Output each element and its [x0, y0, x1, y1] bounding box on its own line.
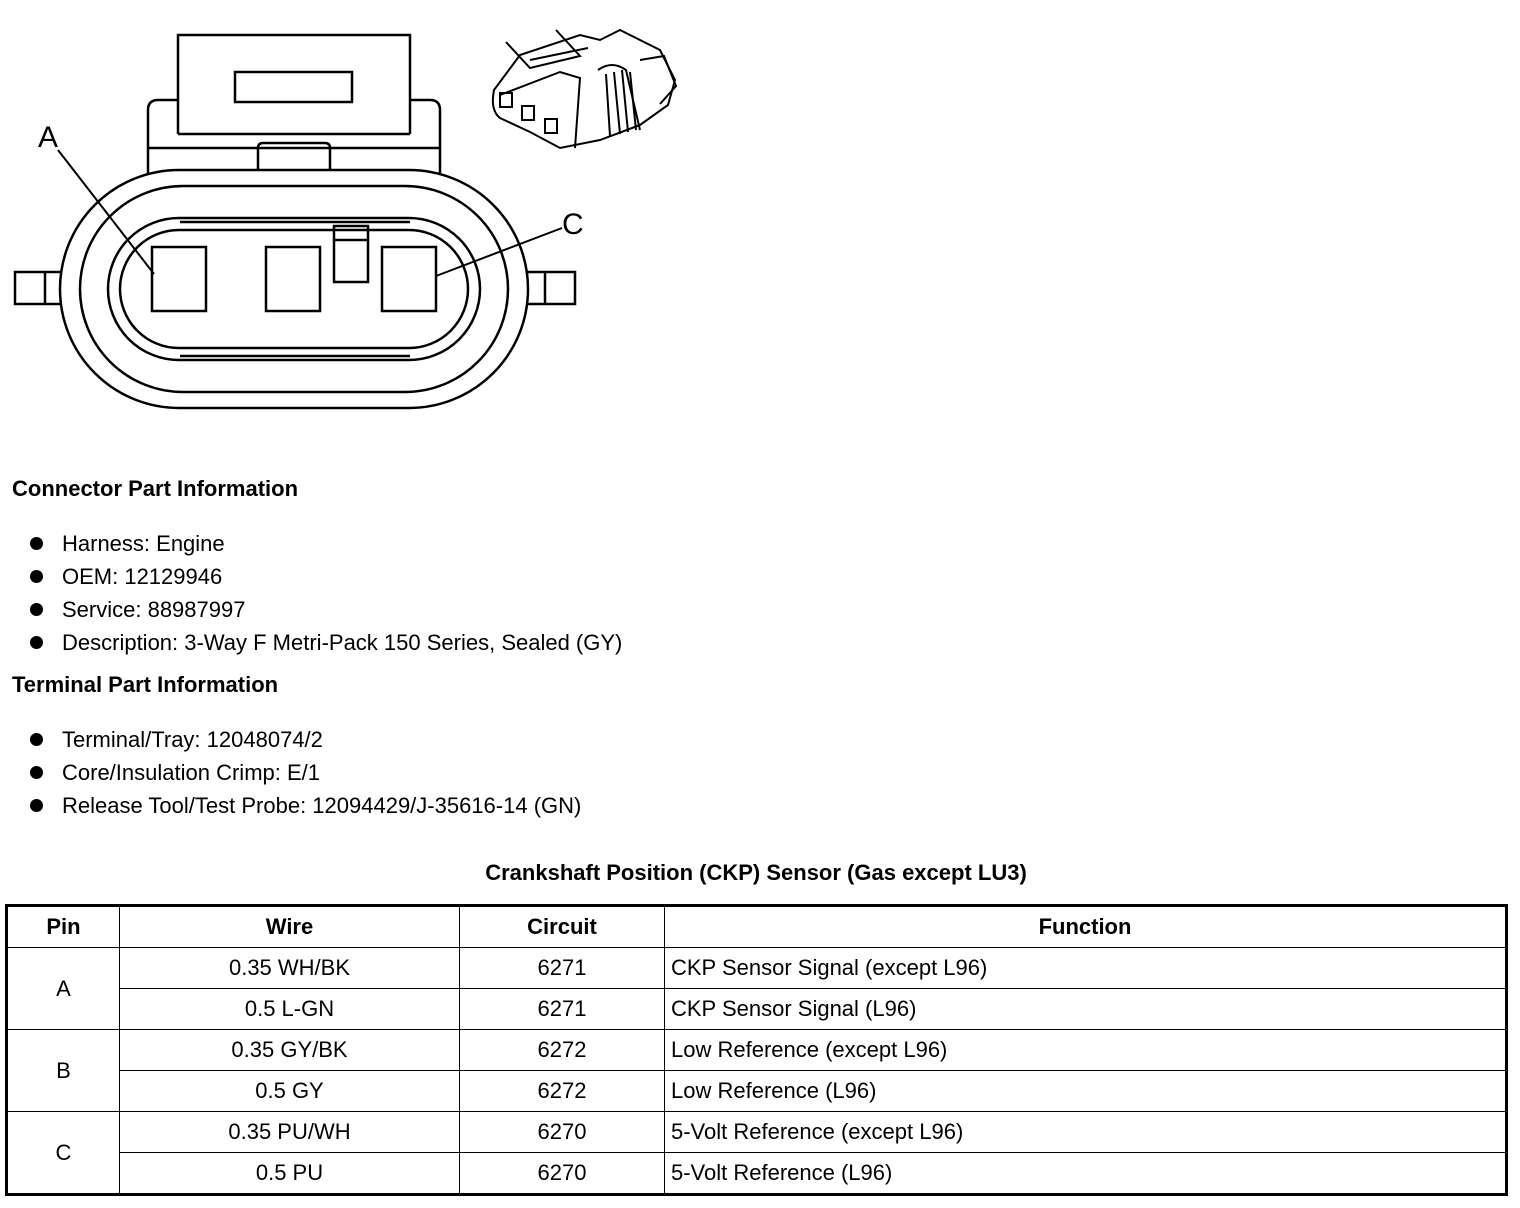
header-wire: Wire — [119, 905, 460, 948]
table-title: Crankshaft Position (CKP) Sensor (Gas ex… — [485, 860, 1027, 885]
connector-diagram: A C — [13, 28, 678, 410]
pinout-table: Pin Wire Circuit Function A 0.35 WH/BK 6… — [5, 904, 1508, 1196]
pin-cell: C — [6, 1111, 120, 1195]
connector-part-info-list: Harness: Engine OEM: 12129946 Service: 8… — [28, 527, 622, 659]
bullet-icon — [30, 603, 43, 616]
bullet-icon — [30, 766, 43, 779]
list-item: Core/Insulation Crimp: E/1 — [28, 756, 581, 789]
table-row: 0.5 L-GN 6271 CKP Sensor Signal (L96) — [7, 988, 1507, 1030]
wire-cell: 0.5 L-GN — [119, 988, 460, 1030]
function-cell: 5-Volt Reference (L96) — [664, 1152, 1507, 1195]
pin-cell: B — [6, 1029, 120, 1112]
circuit-cell: 6271 — [459, 947, 665, 989]
function-cell: CKP Sensor Signal (L96) — [664, 988, 1507, 1030]
terminal-part-info-title: Terminal Part Information — [12, 672, 279, 697]
wire-cell: 0.35 GY/BK — [119, 1029, 460, 1071]
bullet-icon — [30, 570, 43, 583]
function-cell: CKP Sensor Signal (except L96) — [664, 947, 1507, 989]
header-pin: Pin — [6, 905, 120, 948]
table-row: 0.5 GY 6272 Low Reference (L96) — [7, 1070, 1507, 1112]
pin-label-c: C — [562, 208, 584, 241]
list-item: Release Tool/Test Probe: 12094429/J-3561… — [28, 789, 581, 822]
circuit-cell: 6270 — [459, 1111, 665, 1153]
function-cell: Low Reference (L96) — [664, 1070, 1507, 1112]
list-item: Description: 3-Way F Metri-Pack 150 Seri… — [28, 626, 622, 659]
list-item: Service: 88987997 — [28, 593, 622, 626]
connector-part-info-title: Connector Part Information — [12, 476, 299, 501]
table-row: 0.5 PU 6270 5-Volt Reference (L96) — [7, 1152, 1507, 1195]
bullet-icon — [30, 799, 43, 812]
header-circuit: Circuit — [459, 905, 665, 948]
function-cell: Low Reference (except L96) — [664, 1029, 1507, 1071]
header-function: Function — [664, 905, 1507, 948]
circuit-cell: 6272 — [459, 1070, 665, 1112]
table-header-row: Pin Wire Circuit Function — [6, 905, 1507, 948]
circuit-cell: 6270 — [459, 1152, 665, 1195]
list-item: Harness: Engine — [28, 527, 622, 560]
pin-label-a: A — [38, 121, 58, 154]
terminal-part-info-list: Terminal/Tray: 12048074/2 Core/Insulatio… — [28, 723, 581, 822]
pin-cell: A — [6, 947, 120, 1030]
circuit-cell: 6271 — [459, 988, 665, 1030]
list-item: OEM: 12129946 — [28, 560, 622, 593]
table-row: B 0.35 GY/BK 6272 Low Reference (except … — [6, 1029, 1507, 1112]
circuit-cell: 6272 — [459, 1029, 665, 1071]
table-row: A 0.35 WH/BK 6271 CKP Sensor Signal (exc… — [6, 947, 1507, 1030]
bullet-icon — [30, 636, 43, 649]
wire-cell: 0.35 WH/BK — [119, 947, 460, 989]
connector-3d-illustration — [491, 28, 678, 150]
list-item: Terminal/Tray: 12048074/2 — [28, 723, 581, 756]
wire-cell: 0.35 PU/WH — [119, 1111, 460, 1153]
bullet-icon — [30, 537, 43, 550]
function-cell: 5-Volt Reference (except L96) — [664, 1111, 1507, 1153]
table-row: C 0.35 PU/WH 6270 5-Volt Reference (exce… — [6, 1111, 1507, 1195]
wire-cell: 0.5 PU — [119, 1152, 460, 1195]
wire-cell: 0.5 GY — [119, 1070, 460, 1112]
bullet-icon — [30, 733, 43, 746]
